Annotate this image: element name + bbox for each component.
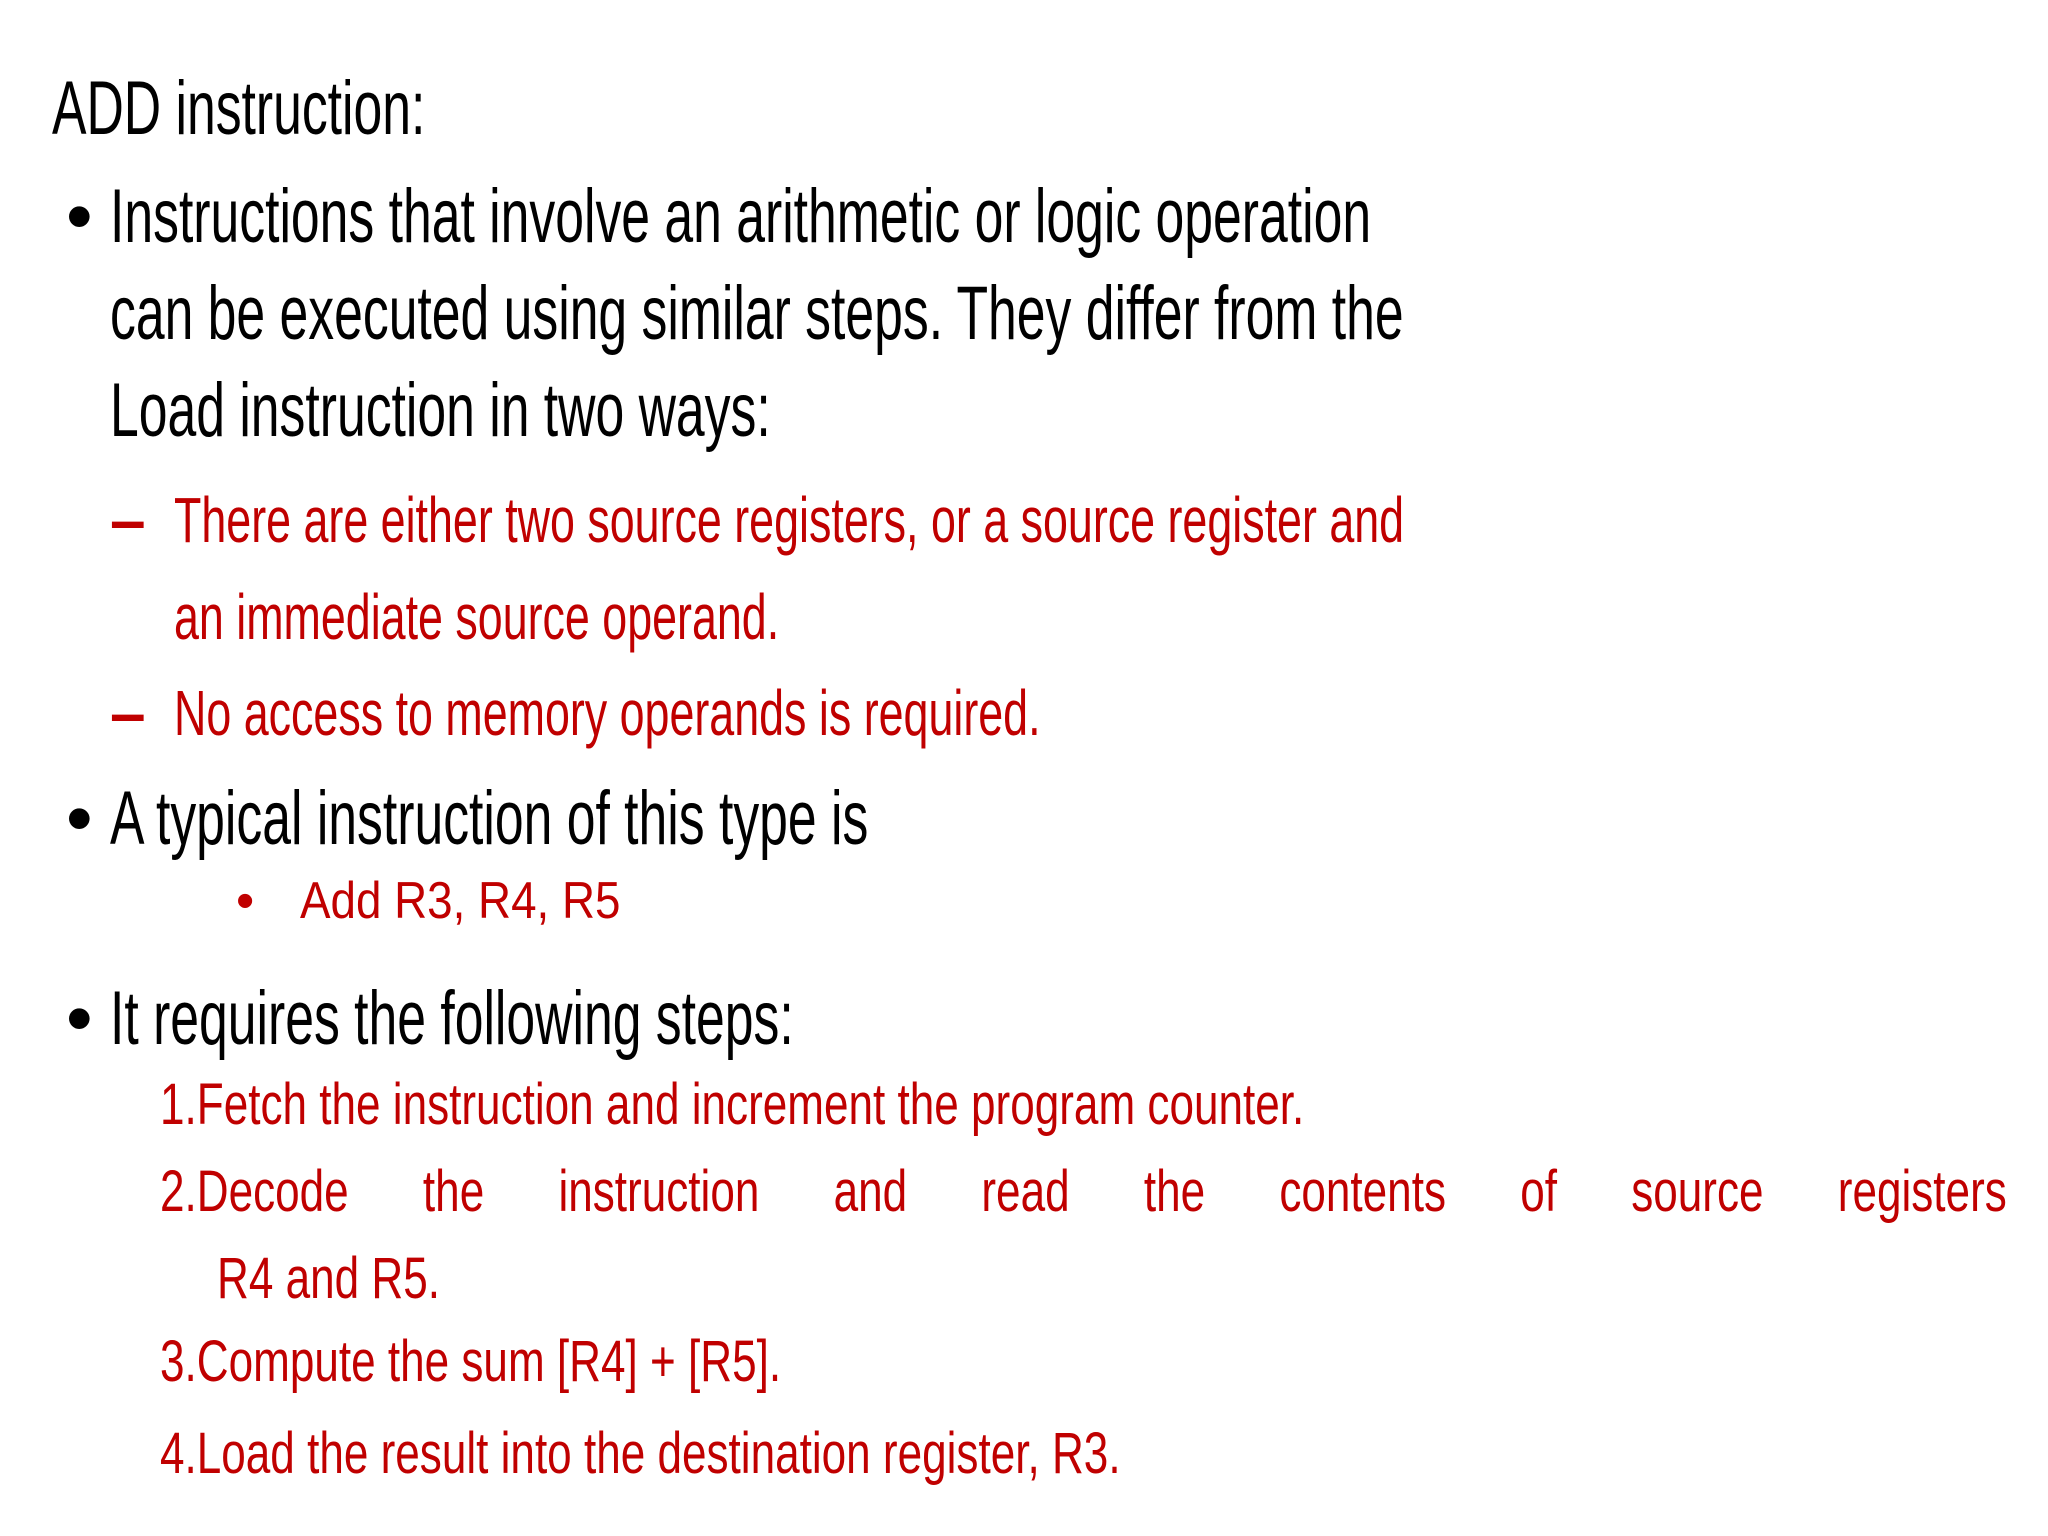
dash-item-no-memory-access: No access to memory operands is required… [174, 665, 1041, 762]
dash-icon: – [110, 677, 146, 749]
bullet-line: It requires the following steps: [110, 976, 794, 1061]
bullet-line: Load instruction in two ways: [110, 368, 771, 453]
bullet-icon: • [66, 776, 93, 861]
step-item-fetch: 1.Fetch the instruction and increment th… [160, 1061, 1304, 1148]
step-line: 4.Load the result into the destination r… [160, 1421, 1121, 1486]
bullet-line: can be executed using similar steps. The… [110, 271, 1404, 356]
dash-line: an immediate source operand. [174, 581, 780, 653]
sub-bullet-add-example: Add R3, R4, R5 [300, 871, 620, 931]
bullet-item-instructions: Instructions that involve an arithmetic … [110, 168, 1404, 459]
bullet-line: Instructions that involve an arithmetic … [110, 174, 1372, 259]
bullet-icon: • [66, 976, 93, 1061]
dash-item-source-registers: There are either two source registers, o… [174, 472, 1404, 666]
step-item-compute: 3.Compute the sum [R4] + [R5]. [160, 1318, 781, 1405]
step-line: 2.Decode the instruction and read the co… [160, 1159, 2007, 1224]
step-line: 1.Fetch the instruction and increment th… [160, 1072, 1305, 1137]
slide-title: ADD instruction: [52, 60, 425, 157]
dash-line: There are either two source registers, o… [174, 484, 1405, 556]
step-item-decode: 2.Decode the instruction and read the co… [160, 1148, 2007, 1322]
bullet-icon: • [66, 174, 93, 259]
step-line: 3.Compute the sum [R4] + [R5]. [160, 1329, 782, 1394]
step-line: R4 and R5. [217, 1246, 440, 1311]
dash-icon: – [110, 484, 146, 556]
bullet-line: A typical instruction of this type is [110, 776, 869, 861]
bullet-icon: • [236, 872, 255, 930]
dash-line: No access to memory operands is required… [174, 677, 1041, 749]
bullet-item-typical-instruction: A typical instruction of this type is [110, 770, 868, 867]
bullet-item-required-steps: It requires the following steps: [110, 970, 794, 1067]
sub-bullet-line: Add R3, R4, R5 [300, 872, 621, 930]
title-text: ADD instruction: [52, 66, 426, 151]
step-item-load-result: 4.Load the result into the destination r… [160, 1410, 1121, 1497]
